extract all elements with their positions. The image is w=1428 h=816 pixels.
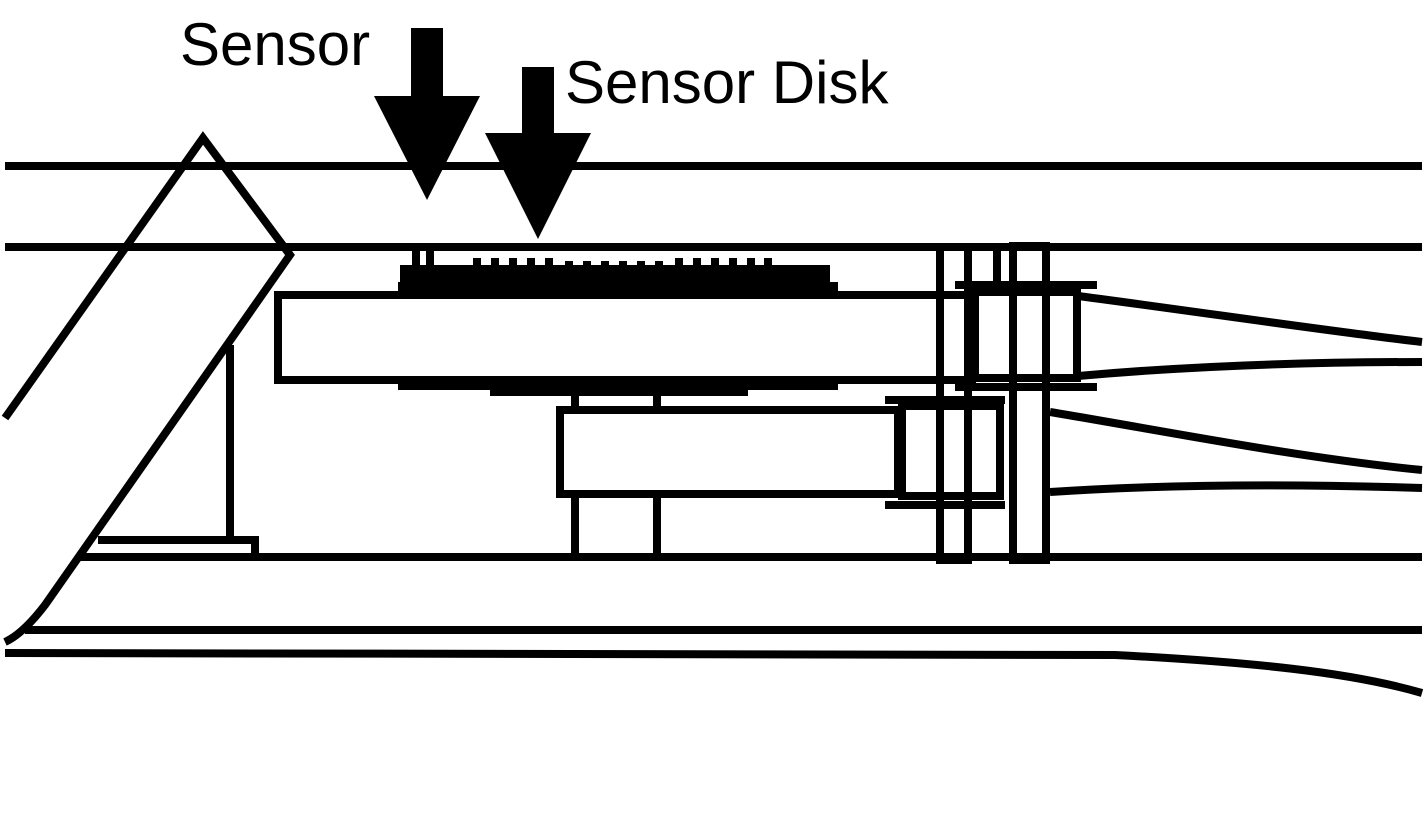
lower-hub-block [898,402,1004,500]
sensor-arrow [374,28,480,200]
left-bracket [1,131,295,646]
lower-arm-bottom [1049,481,1423,496]
lower-body [556,406,902,498]
sensor-disk-ticks [473,258,772,268]
main-shaft [1009,242,1050,564]
sensor-label: Sensor [180,11,370,78]
upper-hub-block [971,288,1081,382]
upper-arm-top [1077,292,1423,346]
sensor-disk [398,265,838,396]
bracket-foot [88,536,259,561]
upper-arm-bottom [1077,358,1423,380]
lower-arm-top [1049,408,1423,474]
sensor-disk-arrow [485,67,591,239]
base-line-lower [4,649,1424,697]
sensor-disk-label: Sensor Disk [565,49,889,116]
upper-body [274,291,976,384]
